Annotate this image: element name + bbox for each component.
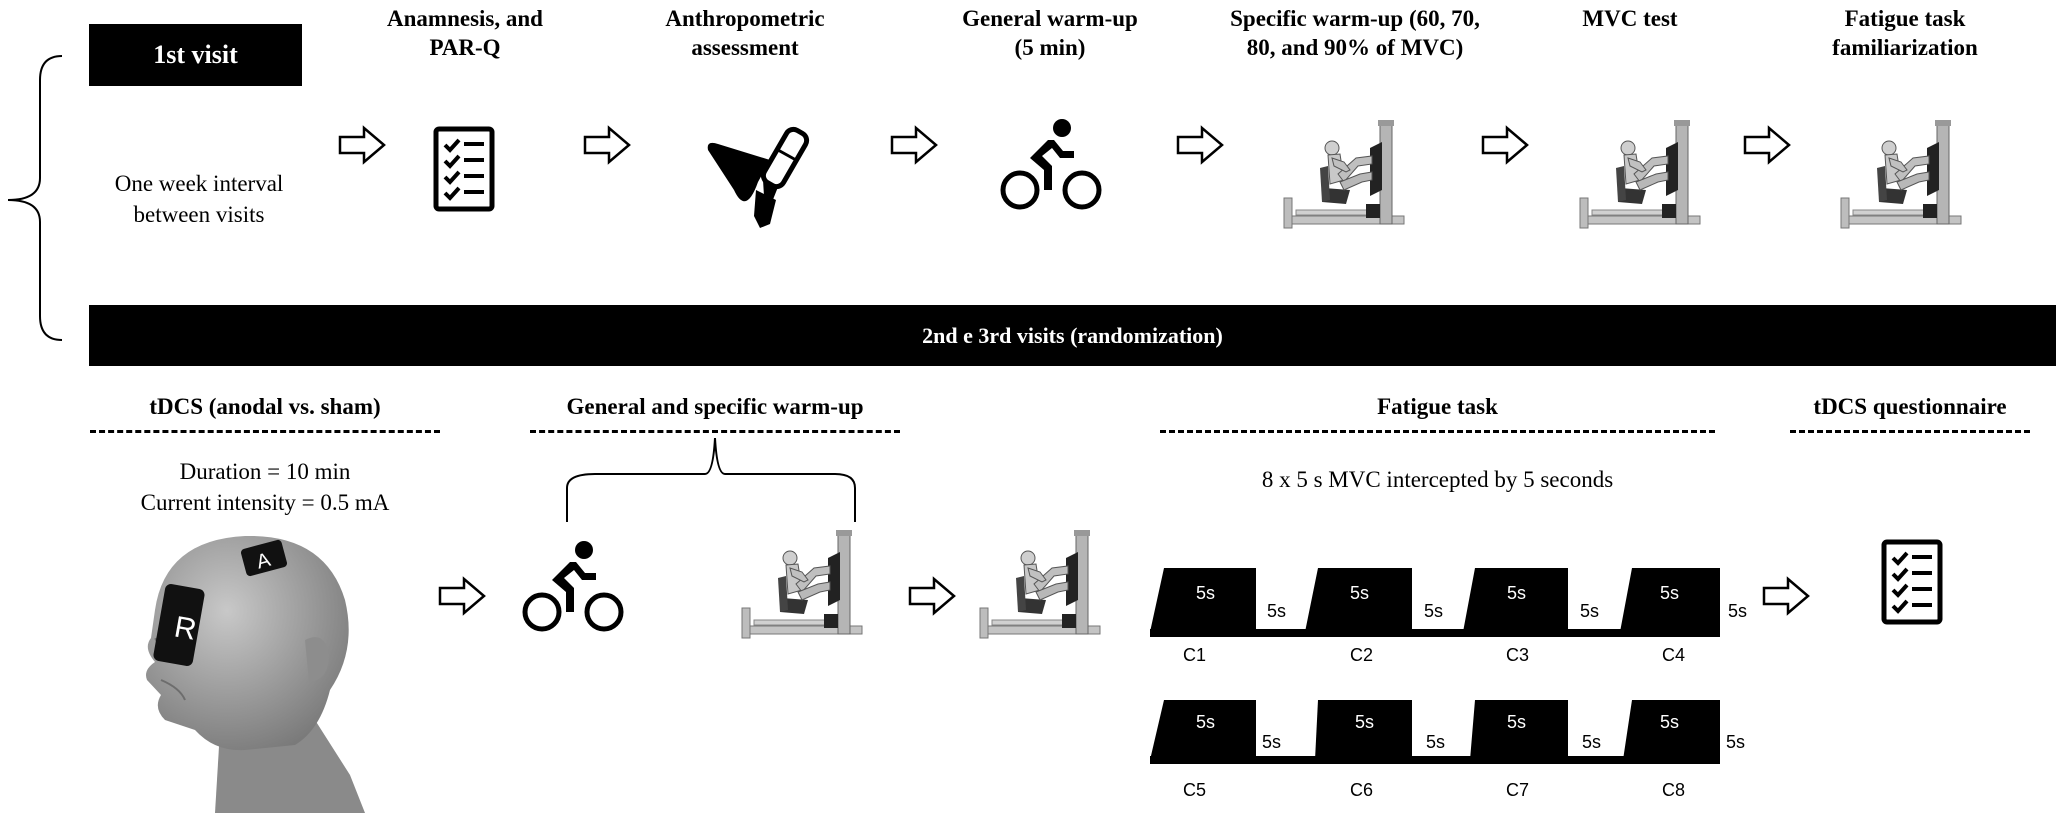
rest-label: 5s — [1726, 732, 1746, 752]
contraction-block-c5: 5s — [1150, 700, 1256, 760]
checklist-icon-questionnaire — [1882, 540, 1942, 626]
flow-arrow-9 — [1762, 577, 1810, 615]
flow-arrow-8 — [908, 577, 956, 615]
flow-arrow-6 — [1743, 126, 1791, 164]
fatigue-task-title-divider — [1160, 430, 1715, 433]
contraction-label-c5: C5 — [1183, 780, 1207, 800]
contraction-label-c1: C1 — [1183, 645, 1207, 665]
rest-label: 5s — [1582, 732, 1602, 752]
rest-label: 5s — [1728, 601, 1748, 621]
rest-label: 5s — [1267, 601, 1287, 621]
effort-label: 5s — [1355, 712, 1374, 732]
first-visit-label: 1st visit — [89, 24, 302, 86]
contraction-label-c3: C3 — [1506, 645, 1530, 665]
contraction-block-c6: 5s — [1315, 700, 1412, 760]
tdcs-duration: Duration = 10 min — [179, 459, 351, 484]
step-title-anamnesis: Anamnesis, and PAR-Q — [387, 6, 543, 60]
electrode-reference-icon: R — [153, 584, 205, 666]
contraction-label-c4: C4 — [1662, 645, 1686, 665]
contraction-label-c2: C2 — [1350, 645, 1374, 665]
fatigue-task-description: 8 x 5 s MVC intercepted by 5 seconds — [1261, 467, 1614, 492]
skinfold-caliper-icon — [707, 126, 810, 228]
step-title-fatigue-familiarization: Fatigue task familiarization — [1832, 6, 1978, 60]
rest-label: 5s — [1424, 601, 1444, 621]
contraction-block-c4: 5s — [1620, 568, 1720, 632]
contraction-label-c6: C6 — [1350, 780, 1374, 800]
leg-press-machine-icon — [1283, 119, 1405, 229]
fatigue-task-title: Fatigue task — [1377, 394, 1498, 419]
visit-interval-text: One week interval between visits — [114, 171, 284, 227]
flow-arrow-2 — [583, 126, 631, 164]
leg-press-machine-icon-fatigue — [979, 529, 1101, 639]
checklist-icon — [434, 127, 494, 213]
timeline-bar-row-2 — [1150, 756, 1720, 764]
flow-arrow-5 — [1481, 126, 1529, 164]
contraction-block-c2: 5s — [1305, 568, 1412, 632]
tdcs-title: tDCS (anodal vs. sham) — [149, 394, 381, 419]
leg-press-machine-icon-warmup — [741, 529, 863, 639]
effort-label: 5s — [1660, 583, 1679, 603]
effort-label: 5s — [1507, 712, 1526, 732]
warmup-title-divider — [530, 430, 900, 433]
questionnaire-title: tDCS questionnaire — [1813, 394, 2007, 419]
timeline-bar-row-1 — [1150, 629, 1720, 637]
step-title-general-warmup: General warm-up (5 min) — [962, 6, 1138, 60]
contraction-block-c1: 5s — [1150, 568, 1256, 632]
electrode-anode-icon: A — [240, 539, 288, 577]
visit-interval-brace — [7, 55, 63, 341]
tdcs-title-divider — [90, 430, 440, 433]
head-with-electrodes-illustration: R A — [146, 535, 365, 813]
step-title-specific-warmup: Specific warm-up (60, 70, 80, and 90% of… — [1230, 6, 1480, 60]
contraction-block-c8: 5s — [1623, 700, 1720, 760]
rest-label: 5s — [1426, 732, 1446, 752]
cyclist-icon — [1000, 118, 1106, 214]
tdcs-intensity: Current intensity = 0.5 mA — [140, 490, 390, 515]
rest-label: 5s — [1580, 601, 1600, 621]
first-visit-label-text: 1st visit — [153, 40, 238, 69]
electrode-anode-label: A — [254, 549, 273, 574]
flow-arrow-3 — [890, 126, 938, 164]
second-third-visits-label: 2nd e 3rd visits (randomization) — [922, 322, 1223, 348]
fatigue-protocol-row-2: 5s 5s 5s 5s — [1150, 700, 1720, 764]
contraction-label-c8: C8 — [1662, 780, 1686, 800]
warmup-group-brace — [566, 437, 856, 522]
cyclist-icon-warmup — [522, 540, 628, 636]
flow-arrow-7 — [438, 577, 486, 615]
rest-label: 5s — [1262, 732, 1282, 752]
contraction-block-c3: 5s — [1463, 568, 1568, 632]
warmup-title: General and specific warm-up — [566, 394, 864, 419]
leg-press-machine-icon-familiarization — [1840, 119, 1962, 229]
step-title-anthropometric: Anthropometric assessment — [665, 6, 825, 60]
contraction-block-c7: 5s — [1470, 700, 1568, 760]
second-third-visits-banner: 2nd e 3rd visits (randomization) — [89, 305, 2056, 366]
effort-label: 5s — [1196, 583, 1215, 603]
flow-arrow-4 — [1176, 126, 1224, 164]
questionnaire-title-divider — [1790, 430, 2030, 433]
effort-label: 5s — [1350, 583, 1369, 603]
leg-press-machine-icon-mvc — [1579, 119, 1701, 229]
flow-arrow-1 — [338, 126, 386, 164]
effort-label: 5s — [1507, 583, 1526, 603]
fatigue-protocol-row-1: 5s 5s 5s 5s — [1150, 568, 1720, 637]
effort-label: 5s — [1660, 712, 1679, 732]
contraction-label-c7: C7 — [1506, 780, 1530, 800]
step-title-mvc-test: MVC test — [1582, 6, 1678, 31]
effort-label: 5s — [1196, 712, 1215, 732]
